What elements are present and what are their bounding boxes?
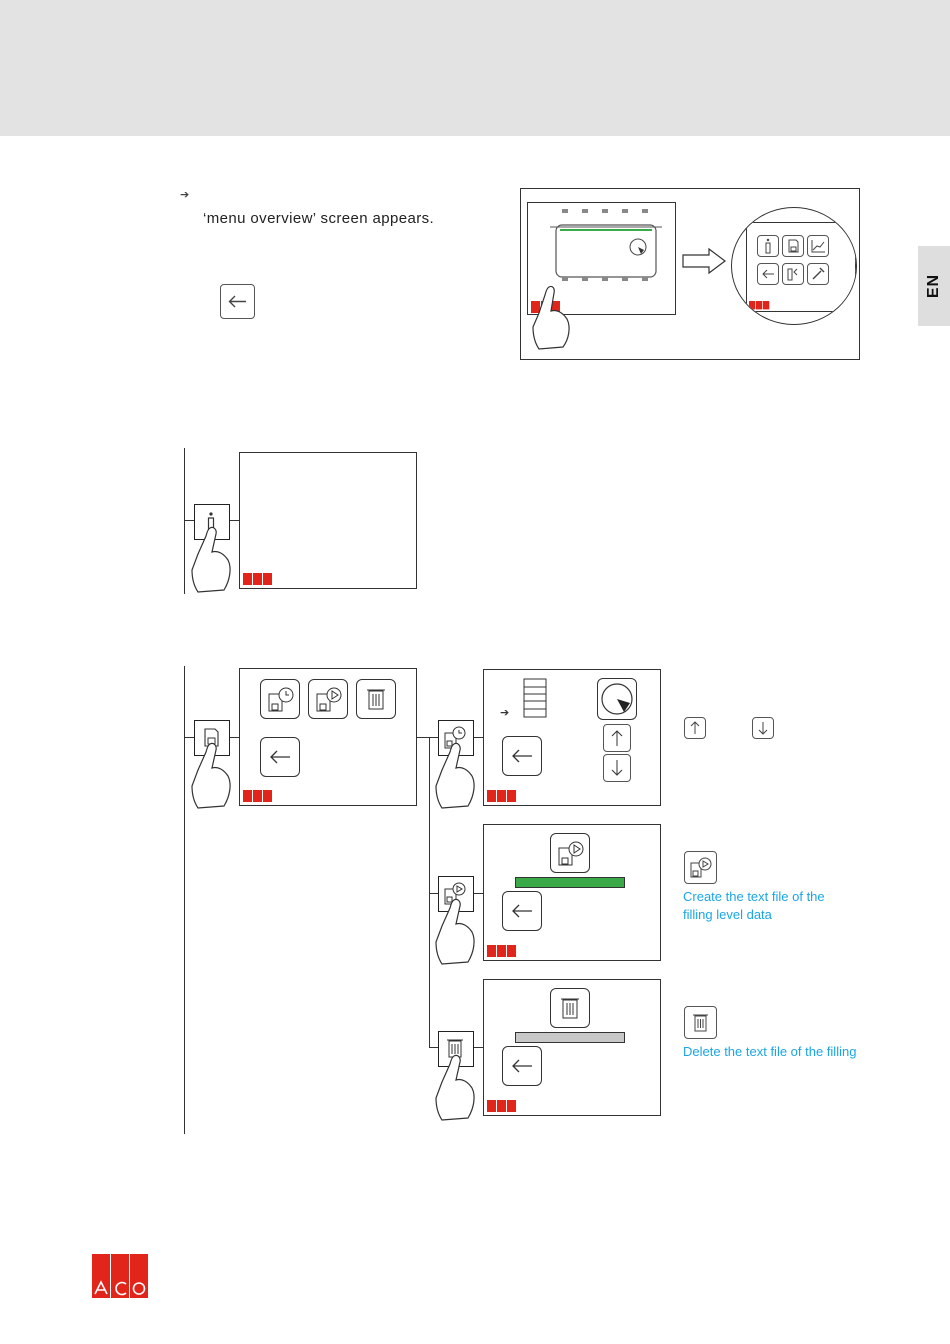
back-button[interactable]: [502, 1046, 542, 1086]
header-band: [0, 0, 950, 136]
back-button[interactable]: [502, 891, 542, 931]
aco-logo-letter-o: [130, 1254, 148, 1298]
pointing-hand-icon: [184, 524, 236, 596]
wrench-button-mini[interactable]: [807, 263, 829, 285]
pointing-hand-icon: [184, 740, 236, 812]
chart-button-mini[interactable]: [807, 235, 829, 257]
language-tab-label: EN: [925, 274, 943, 298]
aco-logo-letter-c: [111, 1254, 129, 1298]
create-file-screen: [483, 824, 661, 961]
delete-file-button[interactable]: [356, 679, 396, 719]
interval-setting-screen: ➔: [483, 669, 661, 806]
aco-logo-mini: [487, 945, 517, 957]
language-tab[interactable]: EN: [918, 246, 950, 326]
delete-file-screen: [483, 979, 661, 1116]
arrow-down-icon: [753, 718, 773, 738]
back-button-mini[interactable]: [757, 263, 779, 285]
selection-arrow: ➔: [500, 706, 509, 719]
arrow-down-button[interactable]: [603, 754, 631, 782]
interval-button[interactable]: [260, 679, 300, 719]
menu-overview-illustration: [520, 188, 860, 360]
delete-file-button[interactable]: [550, 988, 590, 1028]
magnifier-circle: [731, 207, 857, 325]
result-arrow-bullet: ➔: [180, 188, 189, 201]
back-arrow-icon: [503, 737, 541, 775]
create-file-note-line: Create the text file of the: [683, 888, 825, 906]
delete-file-note: Delete the text file of the filling: [683, 1043, 856, 1061]
trash-icon: [685, 1007, 716, 1038]
create-file-button-legend: [684, 851, 717, 884]
gauge-icon: [598, 679, 636, 719]
arrow-up-icon: [604, 725, 630, 751]
aco-logo: [92, 1254, 148, 1298]
create-file-button[interactable]: [308, 679, 348, 719]
intro-text: ‘menu overview’ screen appears.: [203, 210, 434, 227]
arrow-down-button-legend: [752, 717, 774, 739]
play-icon: [309, 680, 347, 718]
info-screen: [239, 452, 417, 589]
create-file-note-line: filling level data: [683, 906, 825, 924]
chart-icon: [808, 236, 828, 256]
create-file-note: Create the text file of the filling leve…: [683, 888, 825, 924]
sd-card-menu-screen: [239, 668, 417, 806]
trash-icon: [357, 680, 395, 718]
delete-file-note-line: Delete the text file of the filling: [683, 1043, 856, 1061]
aco-logo-mini: [243, 790, 273, 802]
tree-branch: [416, 737, 430, 738]
create-file-button[interactable]: [550, 833, 590, 873]
play-icon: [551, 834, 589, 872]
service-button-mini[interactable]: [782, 263, 804, 285]
delete-progress-bar: [515, 1032, 625, 1043]
back-arrow-icon: [503, 892, 541, 930]
arrow-down-icon: [604, 755, 630, 781]
aco-logo-mini: [487, 1100, 517, 1112]
clock-icon: [261, 680, 299, 718]
service-icon: [783, 264, 803, 284]
play-icon: [685, 852, 716, 883]
back-arrow-icon: [758, 264, 778, 284]
info-button-mini[interactable]: [757, 235, 779, 257]
pointing-hand-icon: [527, 283, 577, 353]
interval-scale: [518, 678, 548, 718]
pointing-hand-icon: [428, 896, 480, 968]
delete-file-button-legend: [684, 1006, 717, 1039]
sd-card-button-mini[interactable]: [782, 235, 804, 257]
back-arrow-icon: [221, 285, 254, 318]
sd-card-icon: [783, 236, 803, 256]
back-button[interactable]: [502, 736, 542, 776]
gauge-display: [597, 678, 637, 720]
trash-icon: [551, 989, 589, 1027]
aco-logo-mini: [487, 790, 517, 802]
arrow-up-button-legend: [684, 717, 706, 739]
back-button-inline[interactable]: [220, 284, 255, 319]
pointing-hand-icon: [428, 1052, 480, 1124]
menu-overview-screen: [746, 222, 856, 312]
info-icon: [758, 236, 778, 256]
arrow-up-icon: [685, 718, 705, 738]
back-arrow-icon: [503, 1047, 541, 1085]
aco-logo-mini: [749, 301, 770, 309]
wrench-icon: [808, 264, 828, 284]
back-button[interactable]: [260, 737, 300, 777]
pointing-hand-icon: [428, 740, 480, 812]
aco-logo-mini: [243, 573, 273, 585]
arrow-up-button[interactable]: [603, 724, 631, 752]
back-arrow-icon: [261, 738, 299, 776]
aco-logo-letter-a: [92, 1254, 110, 1298]
right-arrow-icon: [681, 247, 727, 275]
create-progress-bar: [515, 877, 625, 888]
